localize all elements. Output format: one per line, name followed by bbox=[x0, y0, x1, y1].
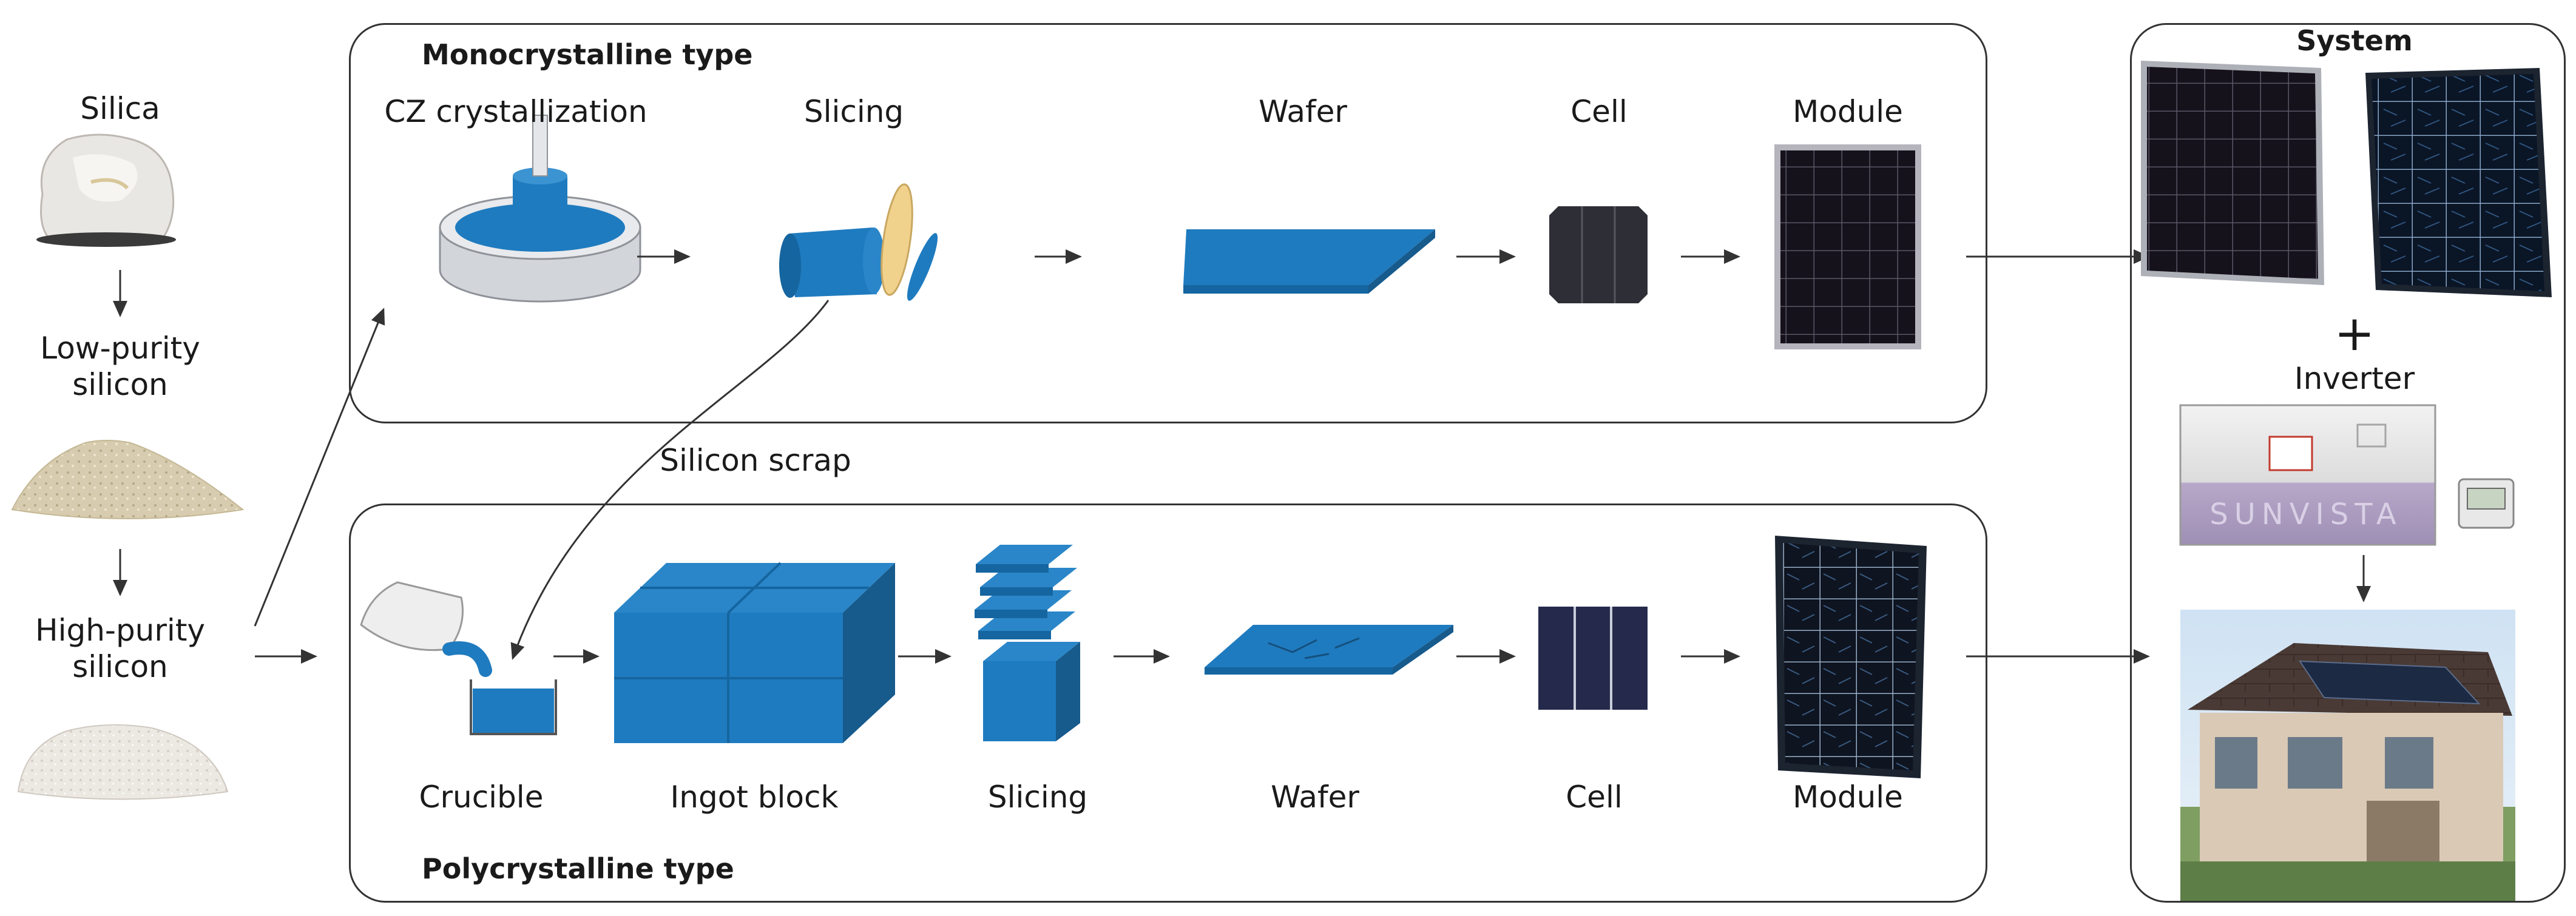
system-poly-module bbox=[2365, 68, 2552, 297]
poly-step-wafer: Wafer bbox=[1271, 780, 1359, 815]
inverter-remote bbox=[2458, 478, 2515, 529]
low-purity-label-1: Low-purity bbox=[40, 331, 200, 366]
mono-cell bbox=[1549, 206, 1648, 303]
low-purity-sand bbox=[11, 440, 245, 519]
high-purity-powder bbox=[17, 724, 229, 800]
mono-ingot-slicing bbox=[779, 183, 938, 301]
high-purity-label-1: High-purity bbox=[35, 613, 206, 648]
poly-step-module: Module bbox=[1793, 780, 1903, 815]
mono-step-cell: Cell bbox=[1570, 94, 1628, 129]
inverter-brand: SUNVISTA bbox=[2209, 497, 2402, 531]
mono-step-wafer: Wafer bbox=[1259, 94, 1347, 129]
silicon-scrap-label: Silicon scrap bbox=[660, 443, 851, 478]
poly-step-slicing: Slicing bbox=[987, 780, 1088, 815]
system-mono-module bbox=[2141, 61, 2324, 285]
house-photo bbox=[2180, 610, 2515, 901]
poly-step-crucible: Crucible bbox=[419, 780, 544, 815]
arrow-to-mono bbox=[254, 308, 385, 627]
poly-cell bbox=[1538, 607, 1648, 710]
poly-module bbox=[1775, 536, 1927, 778]
mono-step-slicing: Slicing bbox=[803, 94, 904, 129]
mono-step-cz: CZ crystallization bbox=[384, 94, 647, 129]
poly-step-cell: Cell bbox=[1566, 780, 1623, 815]
poly-crucible bbox=[470, 679, 557, 735]
sliced-brick bbox=[975, 545, 1080, 741]
silica-rock bbox=[36, 133, 176, 247]
poly-title: Polycrystalline type bbox=[422, 852, 734, 885]
inverter-unit bbox=[2179, 404, 2436, 546]
high-purity-label-2: silicon bbox=[72, 649, 168, 684]
silicon-scrap-arrow bbox=[510, 300, 830, 660]
mono-wafer bbox=[1183, 229, 1435, 294]
mono-step-module: Module bbox=[1793, 94, 1903, 129]
plus-sign: + bbox=[2334, 305, 2375, 362]
pouring-vessel bbox=[360, 581, 492, 677]
cz-crucible bbox=[439, 115, 641, 303]
ingot-block bbox=[614, 562, 895, 743]
silica-label: Silica bbox=[80, 91, 160, 126]
mono-title: Monocrystalline type bbox=[422, 38, 753, 71]
poly-wafer bbox=[1205, 625, 1453, 675]
system-title: System bbox=[2296, 24, 2413, 57]
low-purity-label-2: silicon bbox=[72, 367, 168, 402]
mono-module bbox=[1774, 144, 1921, 349]
poly-step-ingot: Ingot block bbox=[670, 780, 839, 815]
inverter-label: Inverter bbox=[2294, 361, 2415, 396]
